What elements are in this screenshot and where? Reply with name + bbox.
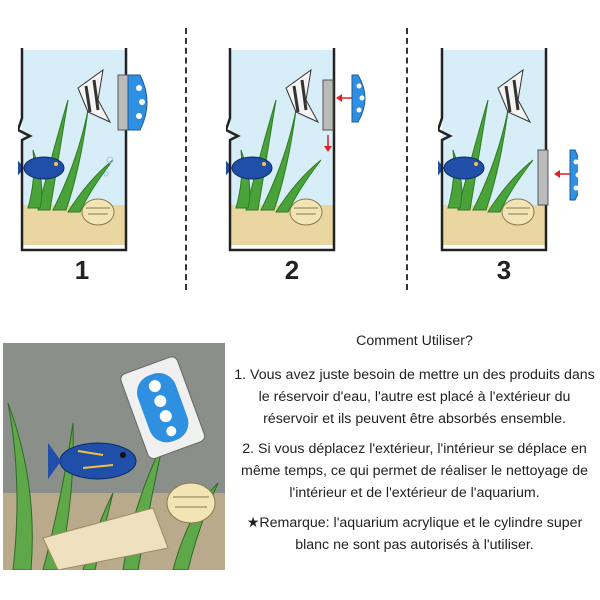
shell-icon — [81, 198, 115, 226]
magnet-cleaner-outer-icon — [569, 149, 578, 201]
step-3-number: 3 — [496, 255, 512, 285]
step-2-number: 2 — [284, 255, 300, 285]
step-1-diagram — [18, 40, 158, 265]
magnet-cleaner-inner-icon — [117, 74, 129, 131]
divider-2 — [406, 28, 408, 290]
arrow-left-icon — [554, 170, 570, 178]
divider-1 — [185, 28, 187, 290]
step-3-diagram — [438, 40, 578, 265]
step-2-diagram — [226, 40, 366, 265]
shell-icon — [166, 482, 216, 524]
angelfish-icon — [497, 68, 532, 124]
arrow-down-icon — [324, 135, 332, 152]
angelfish-icon — [77, 68, 112, 124]
instruction-item-2: 2. Si vous déplacez l'extérieur, l'intér… — [241, 441, 588, 501]
blue-fish-icon — [18, 156, 65, 180]
aquarium-tank-icon — [438, 48, 578, 252]
arrow-left-icon — [336, 94, 354, 102]
angelfish-icon — [285, 68, 320, 124]
aquarium-tank-icon — [18, 48, 148, 252]
instruction-note: ★Remarque: l'aquarium acrylique et le cy… — [246, 515, 583, 553]
aquarium-tank-icon — [226, 48, 366, 252]
magnet-cleaner-outer-icon — [120, 356, 206, 460]
instructions-title: Comment Utiliser? — [356, 333, 473, 349]
instruction-item-1: 1. Vous avez juste besoin de mettre un d… — [234, 367, 595, 427]
aquarium-photo — [3, 343, 225, 570]
shell-icon — [289, 198, 323, 226]
step-1-number: 1 — [74, 255, 90, 285]
blue-fish-icon — [48, 442, 137, 480]
shell-icon — [501, 198, 535, 226]
magnet-cleaner-inner-icon — [322, 79, 334, 131]
magnet-cleaner-outer-icon — [351, 74, 366, 123]
aquarium-scene-icon — [3, 343, 225, 570]
magnet-cleaner-inner-icon — [537, 149, 549, 206]
instructions-block: Comment Utiliser? 1. Vous avez juste bes… — [232, 330, 597, 564]
magnet-cleaner-outer-icon — [127, 74, 148, 131]
blue-fish-icon — [226, 156, 273, 180]
